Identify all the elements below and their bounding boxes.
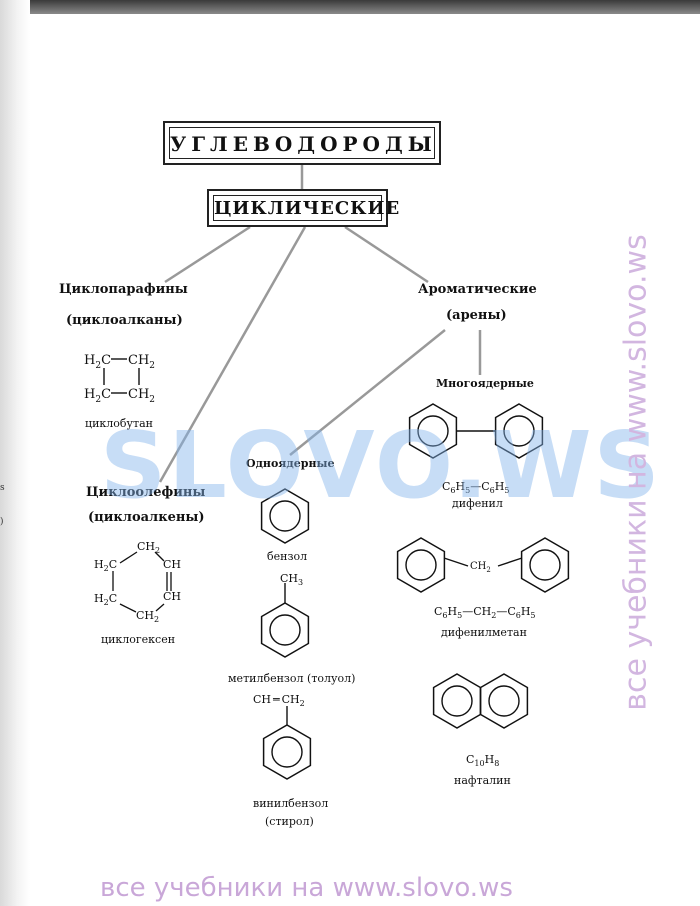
- mononuclear-label: Одноядерные: [246, 457, 335, 470]
- toluene-label: метилбензол (толуол): [228, 672, 356, 685]
- svg-text:H2C: H2C: [84, 387, 111, 405]
- hydrocarbons-title: УГЛЕВОДОРОДЫ: [169, 127, 435, 159]
- cyclic-title: ЦИКЛИЧЕСКИЕ: [213, 195, 399, 221]
- svg-text:CH3: CH3: [280, 572, 303, 587]
- top-scan-edge: [0, 0, 700, 14]
- cycloalkenes-label: (циклоалкены): [88, 510, 205, 525]
- svg-text:CH: CH: [163, 558, 181, 571]
- svg-text:CH2: CH2: [137, 540, 160, 555]
- cyclobutane-label: циклобутан: [85, 417, 153, 430]
- svg-text:H2C: H2C: [84, 353, 111, 371]
- svg-text:CH: CH: [163, 590, 181, 603]
- arenes-label: (арены): [446, 308, 507, 323]
- svg-text:H2C: H2C: [94, 592, 117, 607]
- svg-text:C6H5—C6H5: C6H5—C6H5: [442, 480, 509, 495]
- polynuclear-label: Многоядерные: [436, 377, 534, 390]
- styrene-alt-label: (стирол): [265, 815, 314, 828]
- side-watermark: все учебники на www.slovo.ws: [618, 234, 654, 711]
- diphenyl-label: дифенил: [452, 497, 503, 510]
- hydrocarbons-box: УГЛЕВОДОРОДЫ: [163, 121, 441, 165]
- svg-text:C10H8: C10H8: [466, 753, 499, 768]
- svg-text:CH═CH2: CH═CH2: [253, 693, 305, 708]
- cycloolefins-label: Циклоолефины: [86, 485, 206, 500]
- aromatic-label: Ароматические: [418, 282, 537, 297]
- svg-text:CH2: CH2: [136, 609, 159, 624]
- margin-mark: ): [0, 517, 4, 527]
- svg-text:CH2: CH2: [128, 353, 155, 371]
- benzene-label: бензол: [267, 550, 308, 563]
- styrene-label: винилбензол: [253, 797, 329, 810]
- cycloalkanes-label: (циклоалканы): [66, 313, 183, 328]
- slovo-watermark: SLOVO.WS: [100, 412, 662, 519]
- cyclohexene-label: циклогексен: [101, 633, 176, 646]
- naphthalene-label: нафталин: [454, 774, 511, 787]
- margin-mark: s: [0, 483, 5, 493]
- cycloparaffins-label: Циклопарафины: [59, 282, 188, 297]
- footer-watermark: все учебники на www.slovo.ws: [100, 873, 513, 903]
- cyclic-box: ЦИКЛИЧЕСКИЕ: [207, 189, 399, 227]
- svg-text:CH2: CH2: [128, 387, 155, 405]
- svg-text:H2C: H2C: [94, 558, 117, 573]
- svg-text:C6H5—CH2—C6H5: C6H5—CH2—C6H5: [434, 605, 536, 620]
- page-binding-shadow: [0, 0, 30, 906]
- diphenylmethane-label: дифенилметан: [441, 626, 527, 639]
- svg-text:CH2: CH2: [470, 561, 491, 574]
